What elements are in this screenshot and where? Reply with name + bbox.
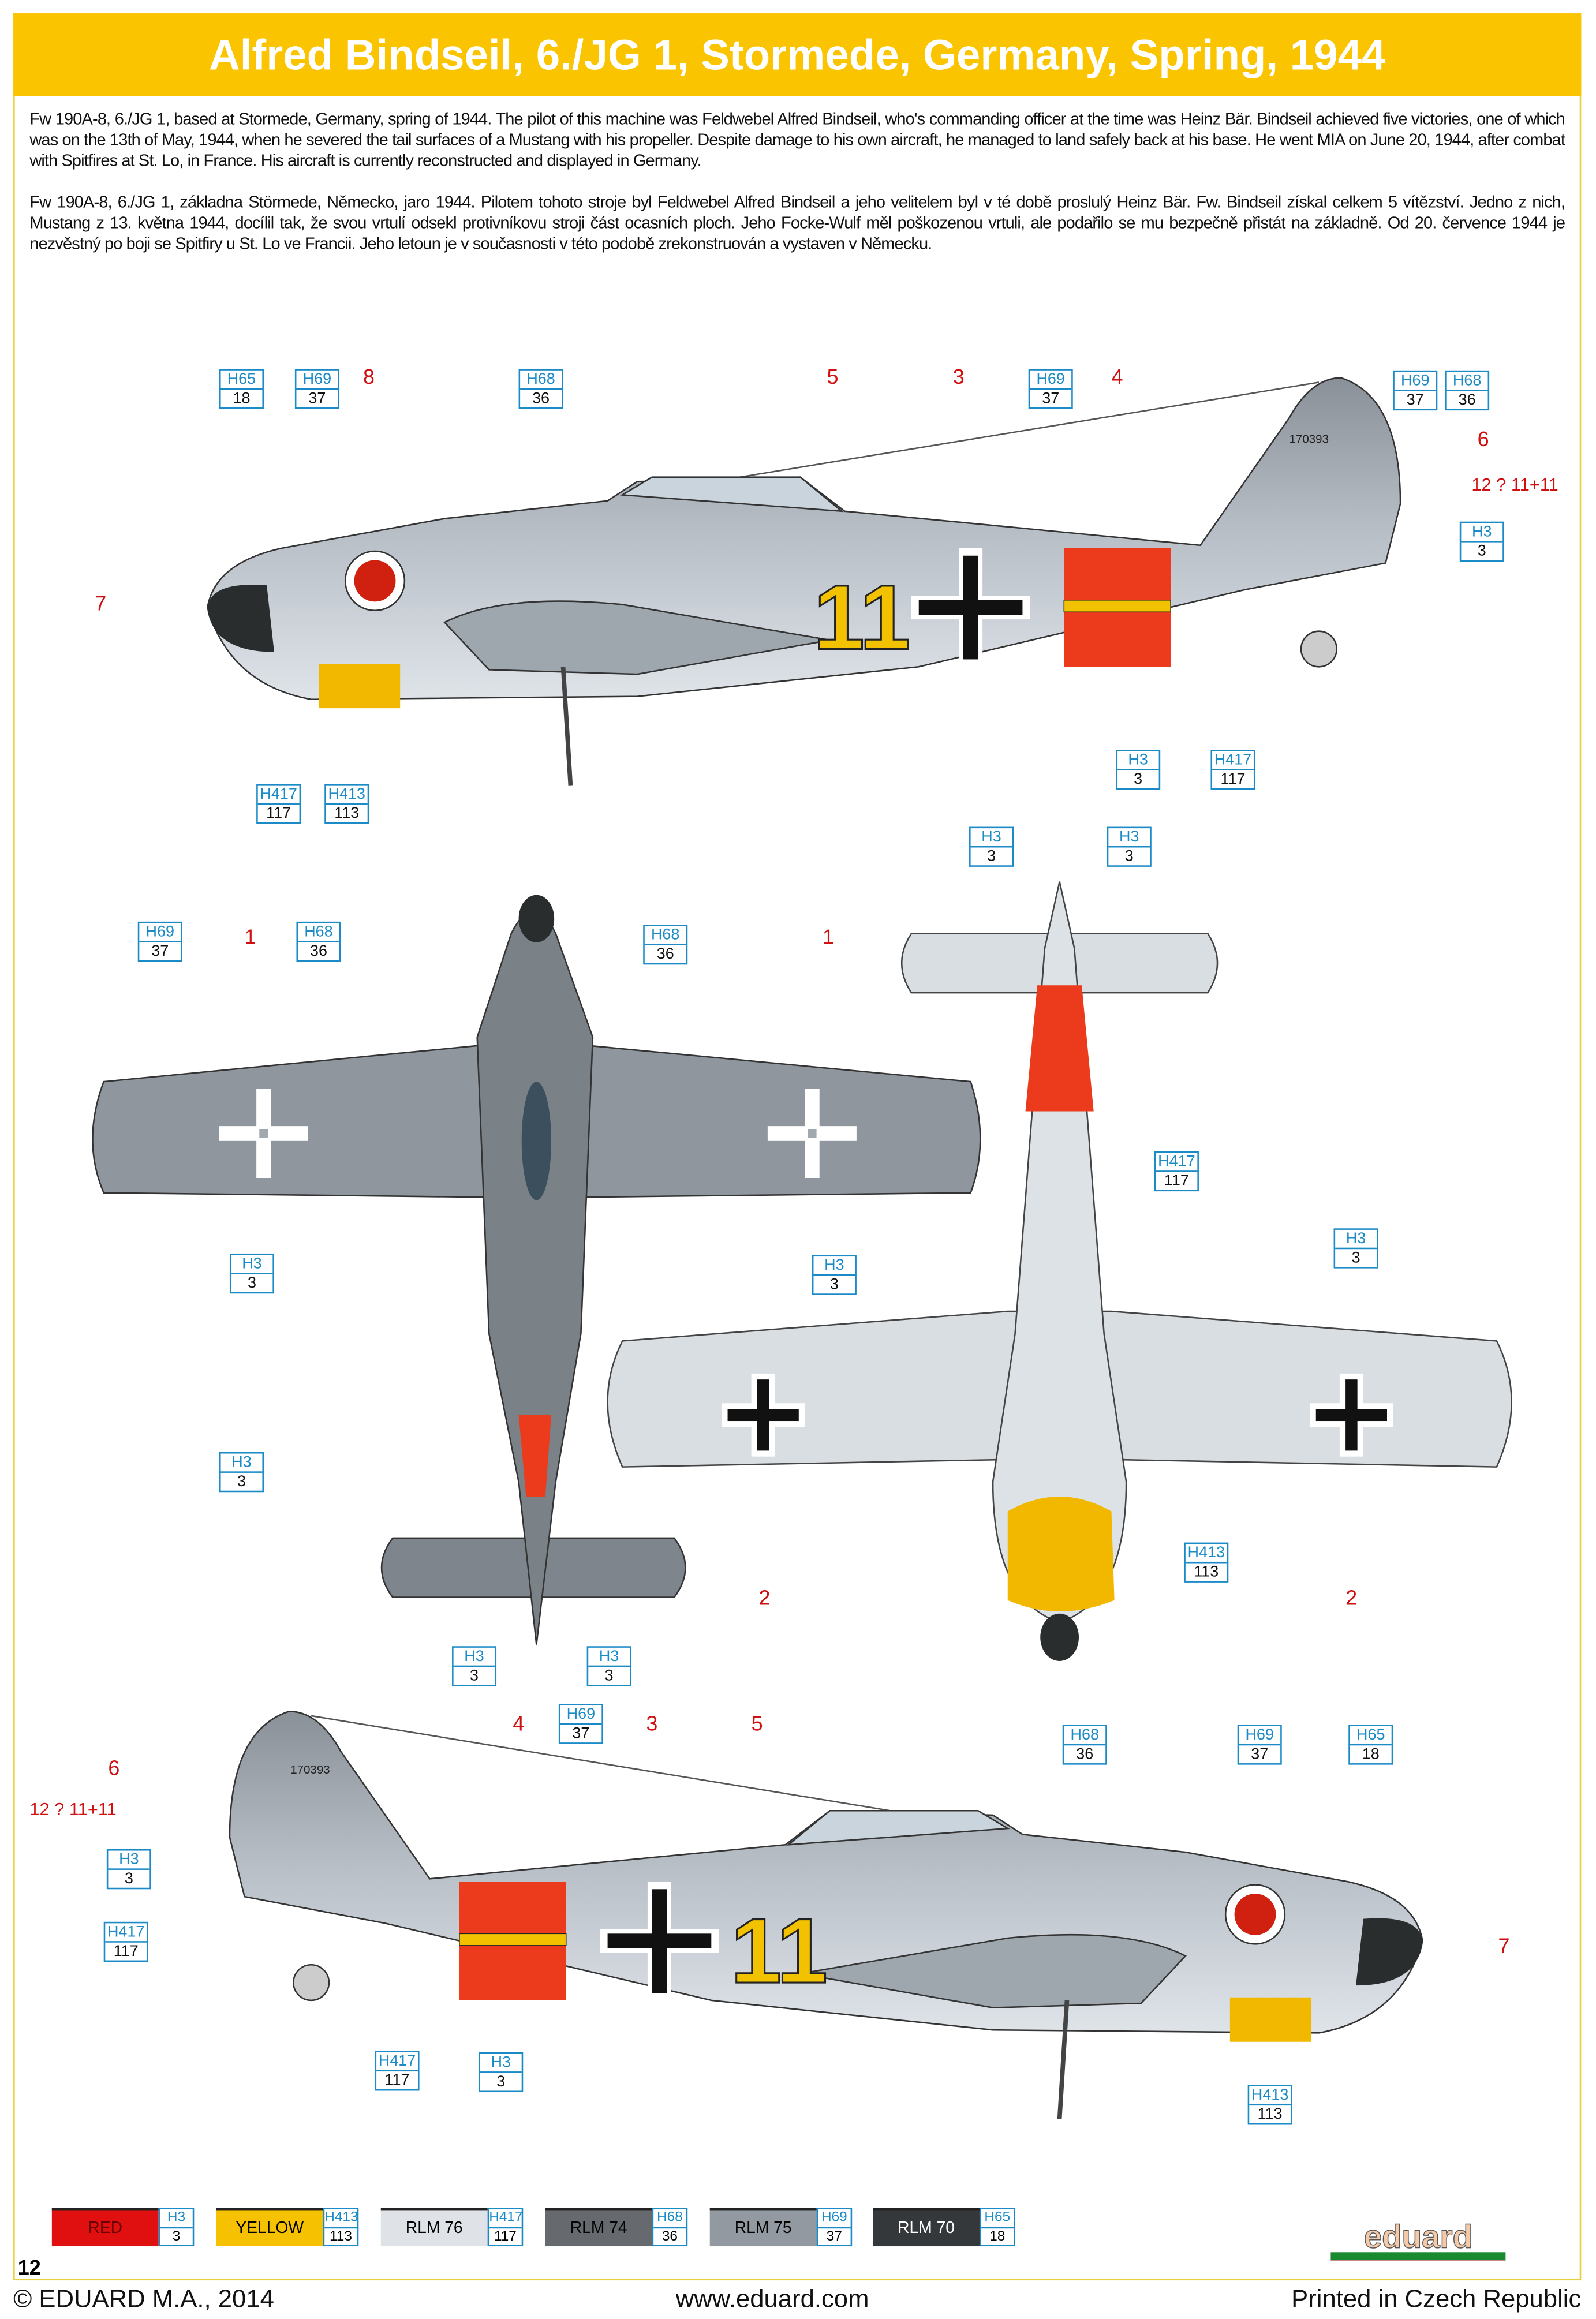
description-czech: Fw 190A-8, 6./JG 1, základna Störmede, N… (29, 194, 1565, 254)
footer-website[interactable]: www.eduard.com (675, 2284, 869, 2313)
decal-marker: 4 (1111, 364, 1123, 388)
eduard-logo: eduard (1330, 2220, 1506, 2261)
decal-marker: 7 (1498, 1933, 1510, 1958)
fuselage-number-left: 11 (813, 566, 910, 668)
legend-swatch: RLM 75 (709, 2208, 817, 2247)
legend-swatch: RED (51, 2208, 159, 2247)
decal-marker: 5 (751, 1711, 763, 1735)
bottom-view (607, 881, 1512, 1661)
decal-marker: 2 (1345, 1585, 1358, 1610)
top-view (92, 895, 981, 1645)
legend-swatch: RLM 76 (380, 2208, 488, 2247)
fuselage-number-right: 11 (731, 1899, 828, 2002)
decal-marker: 1 (822, 924, 834, 949)
page-title: Alfred Bindseil, 6./JG 1, Stormede, Germ… (13, 13, 1582, 96)
side-view-left (207, 378, 1400, 786)
decal-marker: 3 (646, 1711, 658, 1735)
footer-copyright: © EDUARD M.A., 2014 (13, 2284, 274, 2313)
decal-marker: 7 (95, 591, 107, 615)
decal-marker: 12 ? 11+11 (1471, 474, 1558, 495)
page-number: 12 (17, 2255, 41, 2279)
legend-swatch: YELLOW (216, 2208, 323, 2247)
decal-marker: 6 (1477, 427, 1489, 451)
footer-printed: Printed in Czech Republic (1291, 2284, 1582, 2313)
decal-marker: 2 (758, 1585, 771, 1610)
legend-swatch: RLM 70 (873, 2208, 980, 2247)
decal-marker: 5 (827, 364, 839, 388)
decal-marker: 4 (513, 1711, 525, 1735)
legend-swatch: RLM 74 (545, 2208, 652, 2247)
decal-marker: 8 (362, 364, 375, 388)
decal-marker: 1 (244, 924, 256, 949)
decal-marker: 12 ? 11+11 (29, 1798, 117, 1820)
decal-marker: 3 (952, 364, 965, 388)
description-english: Fw 190A-8, 6./JG 1, based at Stormede, G… (29, 111, 1565, 171)
tail-serial-right: 170393 (290, 1763, 330, 1776)
tail-serial-left: 170393 (1289, 433, 1329, 446)
decal-marker: 6 (108, 1756, 120, 1780)
